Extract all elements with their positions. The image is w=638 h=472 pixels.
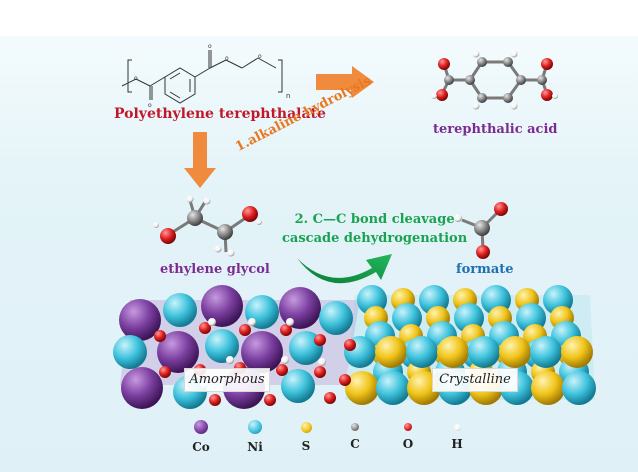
- bond-cleavage-line2: cascade dehydrogenation: [282, 231, 468, 246]
- sulfur-atom: [437, 336, 469, 368]
- top-white-band: [0, 0, 638, 36]
- oxygen-atom-icon: [404, 423, 412, 431]
- nickel-atom: [376, 371, 410, 405]
- hydrogen-atom: [248, 318, 256, 326]
- oxygen-atom: [276, 364, 288, 376]
- oxygen-atom: [239, 324, 251, 336]
- nickel-atom: [163, 293, 197, 327]
- terephthalic-acid-molecule: [431, 50, 558, 110]
- legend-h-label: H: [451, 437, 463, 451]
- cobalt-atom: [201, 285, 243, 327]
- ethylene-glycol-label: ethylene glycol: [160, 262, 270, 277]
- pet-structure-atoms: o o o o o: [134, 43, 262, 109]
- legend-c-label: C: [350, 437, 360, 451]
- oxygen-atom: [159, 366, 171, 378]
- oxygen-atom: [314, 366, 326, 378]
- legend-co-label: Co: [192, 440, 210, 454]
- legend-ni-label: Ni: [247, 440, 263, 454]
- crystalline-label: Crystalline: [432, 368, 518, 392]
- oxygen-atom: [344, 339, 356, 351]
- pet-subscript: n: [286, 92, 290, 100]
- legend-s-label: S: [301, 439, 311, 453]
- oxygen-atom: [280, 324, 292, 336]
- sulfur-atom: [375, 336, 407, 368]
- bond-cleavage-label: 2. C—C bond cleavage cascade dehydrogena…: [282, 210, 467, 248]
- carbon-atom-icon: [351, 423, 359, 431]
- legend-o: O: [388, 420, 428, 451]
- sulfur-atom: [531, 371, 565, 405]
- oxygen-atom: [314, 334, 326, 346]
- green-curved-arrow: [297, 254, 392, 284]
- svg-text:o: o: [134, 75, 138, 82]
- cobalt-atom: [119, 299, 161, 341]
- oxygen-atom: [264, 394, 276, 406]
- nickel-atom: [319, 301, 353, 335]
- arrow-to-terephthalic-acid: [316, 66, 374, 98]
- pet-label: Polyethylene terephthalate: [114, 106, 326, 122]
- nickel-atom: [281, 369, 315, 403]
- sulfur-atom: [561, 336, 593, 368]
- oxygen-atom: [324, 392, 336, 404]
- oxygen-atom: [339, 374, 351, 386]
- cobalt-atom: [121, 367, 163, 409]
- legend-h: H: [437, 420, 477, 451]
- legend-co: Co: [181, 420, 221, 454]
- formate-label: formate: [456, 262, 514, 277]
- nickel-atom: [468, 336, 500, 368]
- hydrogen-atom-icon: [453, 424, 461, 431]
- cobalt-atom-icon: [194, 420, 208, 434]
- crystalline-catalyst-spheres: [344, 285, 596, 405]
- hydrogen-atom: [286, 318, 294, 326]
- hydrogen-atom: [226, 356, 234, 364]
- arrow-to-ethylene-glycol: [184, 132, 216, 188]
- oxygen-atom: [154, 330, 166, 342]
- nickel-atom-icon: [248, 420, 262, 434]
- svg-text:o: o: [225, 55, 229, 62]
- legend-ni: Ni: [235, 420, 275, 454]
- terephthalic-acid-label: terephthalic acid: [433, 122, 558, 137]
- pet-structure: [121, 50, 283, 104]
- amorphous-label: Amorphous: [184, 368, 270, 392]
- sulfur-atom: [499, 336, 531, 368]
- cobalt-atom: [279, 287, 321, 329]
- oxygen-atom: [209, 394, 221, 406]
- cobalt-atom: [241, 331, 283, 373]
- nickel-atom: [113, 335, 147, 369]
- formate-molecule: [454, 202, 508, 259]
- svg-text:o: o: [208, 43, 212, 50]
- nickel-atom: [530, 336, 562, 368]
- legend-o-label: O: [402, 437, 414, 451]
- oxygen-atom: [199, 322, 211, 334]
- nickel-atom: [406, 336, 438, 368]
- nickel-atom: [562, 371, 596, 405]
- nickel-atom: [205, 329, 239, 363]
- svg-text:o: o: [148, 102, 152, 109]
- hydrogen-atom: [281, 356, 289, 364]
- cobalt-atom: [157, 331, 199, 373]
- atom-legend: Co Ni S C O H: [0, 420, 638, 460]
- ethylene-glycol-molecule: [153, 195, 262, 257]
- sulfur-atom-icon: [300, 422, 312, 433]
- legend-c: C: [335, 420, 375, 451]
- bond-cleavage-line1: 2. C—C bond cleavage: [294, 212, 455, 227]
- hydrogen-atom: [208, 318, 216, 326]
- sulfur-atom: [345, 371, 379, 405]
- hydrogen-atom: [318, 358, 326, 366]
- svg-text:o: o: [258, 53, 262, 60]
- legend-s: S: [286, 420, 326, 453]
